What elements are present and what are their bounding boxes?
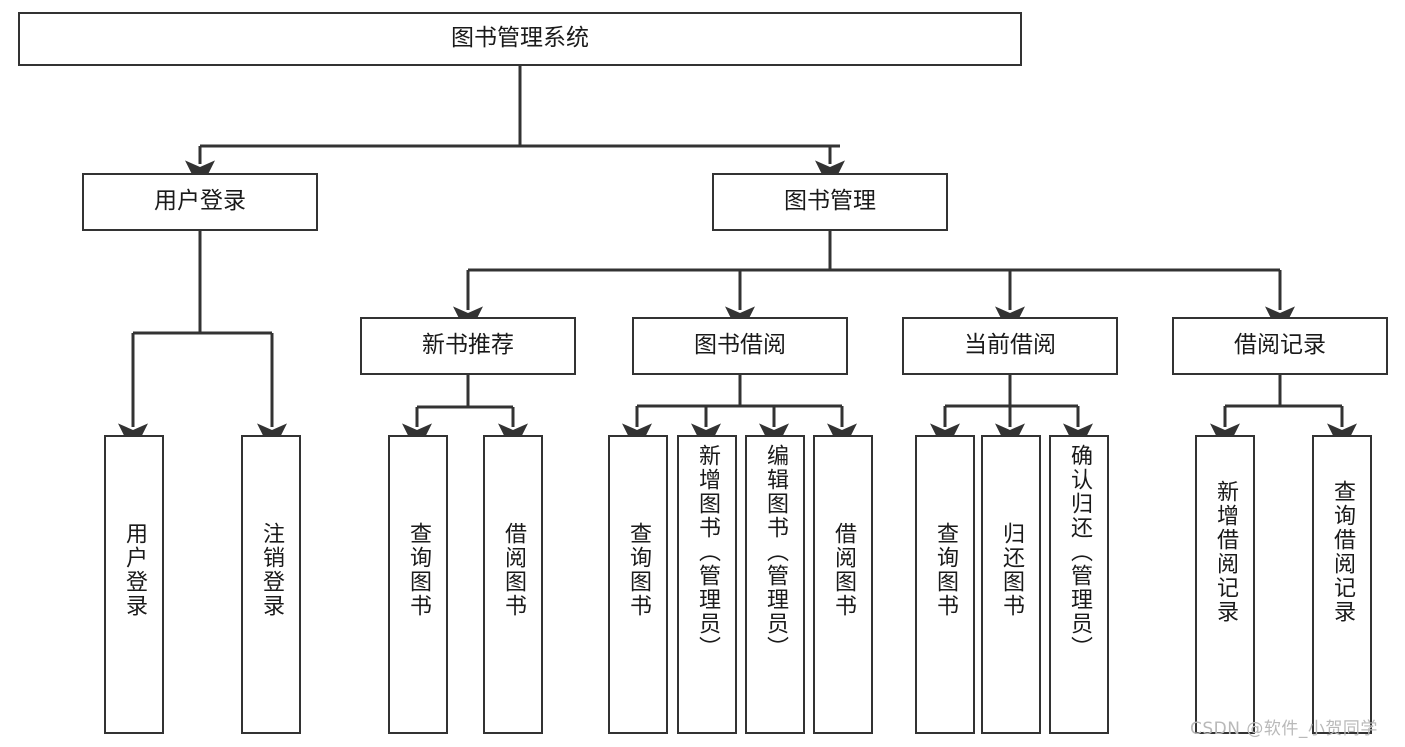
node-leaf-borrow-record-2-label: 查询借阅记录 — [1330, 480, 1355, 624]
node-user-login[interactable]: 用户登录 — [82, 173, 318, 231]
node-user-login-label: 用户登录 — [154, 188, 246, 215]
node-leaf-book-borrow-4-label: 借阅图书 — [831, 522, 856, 618]
node-new-book-recommend[interactable]: 新书推荐 — [360, 317, 576, 375]
node-leaf-book-borrow-1-label: 查询图书 — [626, 522, 651, 618]
node-new-book-recommend-label: 新书推荐 — [422, 332, 514, 359]
node-leaf-book-borrow-4[interactable]: 借阅图书 — [813, 435, 873, 734]
node-leaf-borrow-record-1-label: 新增借阅记录 — [1213, 480, 1238, 624]
node-root-label: 图书管理系统 — [451, 25, 589, 52]
node-book-manage[interactable]: 图书管理 — [712, 173, 948, 231]
node-leaf-user-login-2[interactable]: 注销登录 — [241, 435, 301, 734]
node-borrow-record-label: 借阅记录 — [1234, 332, 1326, 359]
node-leaf-user-login-2-label: 注销登录 — [259, 522, 284, 618]
node-leaf-new-book-1[interactable]: 查询图书 — [388, 435, 448, 734]
node-leaf-book-borrow-2-label: 新增图书（管理员） — [695, 444, 720, 660]
node-leaf-current-borrow-2-label: 归还图书 — [999, 522, 1024, 618]
node-current-borrow-label: 当前借阅 — [964, 332, 1056, 359]
node-leaf-new-book-2-label: 借阅图书 — [501, 522, 526, 618]
node-book-manage-label: 图书管理 — [784, 188, 876, 215]
node-leaf-new-book-1-label: 查询图书 — [406, 522, 431, 618]
node-leaf-borrow-record-1[interactable]: 新增借阅记录 — [1195, 435, 1255, 734]
node-root[interactable]: 图书管理系统 — [18, 12, 1022, 66]
node-leaf-current-borrow-2[interactable]: 归还图书 — [981, 435, 1041, 734]
node-leaf-user-login-1-label: 用户登录 — [122, 522, 147, 618]
csdn-watermark: CSDN @软件_小贺同学 — [1190, 719, 1378, 739]
node-leaf-new-book-2[interactable]: 借阅图书 — [483, 435, 543, 734]
node-leaf-book-borrow-3-label: 编辑图书（管理员） — [763, 444, 788, 660]
node-leaf-current-borrow-1[interactable]: 查询图书 — [915, 435, 975, 734]
node-borrow-record[interactable]: 借阅记录 — [1172, 317, 1388, 375]
node-leaf-borrow-record-2[interactable]: 查询借阅记录 — [1312, 435, 1372, 734]
node-leaf-current-borrow-3[interactable]: 确认归还（管理员） — [1049, 435, 1109, 734]
node-leaf-current-borrow-3-label: 确认归还（管理员） — [1067, 444, 1092, 660]
node-leaf-user-login-1[interactable]: 用户登录 — [104, 435, 164, 734]
node-leaf-current-borrow-1-label: 查询图书 — [933, 522, 958, 618]
node-book-borrow[interactable]: 图书借阅 — [632, 317, 848, 375]
node-leaf-book-borrow-1[interactable]: 查询图书 — [608, 435, 668, 734]
node-leaf-book-borrow-3[interactable]: 编辑图书（管理员） — [745, 435, 805, 734]
node-leaf-book-borrow-2[interactable]: 新增图书（管理员） — [677, 435, 737, 734]
node-current-borrow[interactable]: 当前借阅 — [902, 317, 1118, 375]
node-book-borrow-label: 图书借阅 — [694, 332, 786, 359]
